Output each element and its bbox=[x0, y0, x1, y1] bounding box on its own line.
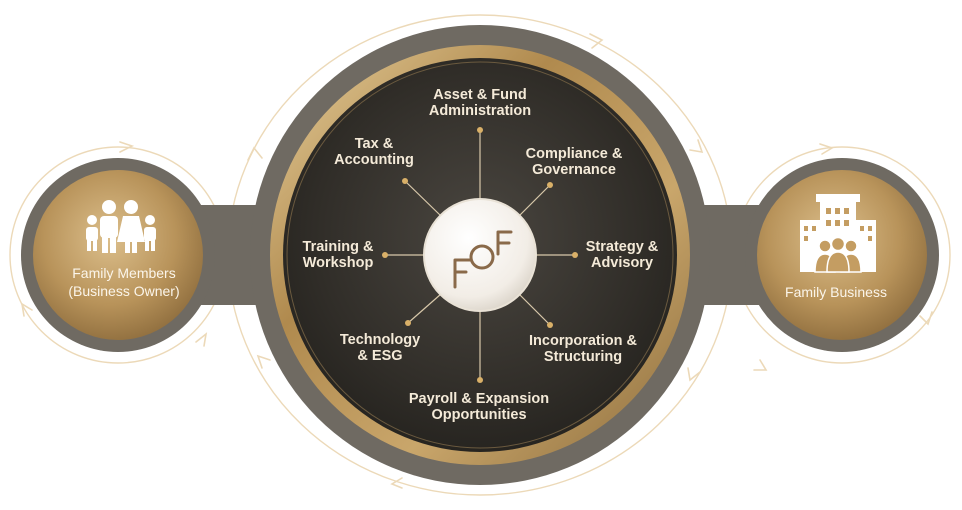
service-technology-esg: Technology& ESG bbox=[339, 332, 421, 364]
spokes bbox=[385, 130, 575, 380]
office-building-icon bbox=[800, 194, 876, 273]
service-incorporation-structuring: Incorporation &Structuring bbox=[529, 333, 637, 365]
service-compliance-governance: Compliance &Governance bbox=[525, 146, 623, 178]
right-node-label: Family Business bbox=[785, 284, 887, 300]
fof-logo-icon bbox=[453, 230, 513, 289]
service-strategy-advisory: Strategy &Advisory bbox=[585, 239, 659, 271]
left-node-label: Family Members(Business Owner) bbox=[68, 265, 180, 299]
hub-circle bbox=[423, 198, 537, 312]
spoke-dots bbox=[382, 127, 578, 383]
inner-ring-line bbox=[286, 61, 674, 449]
left-node-circle bbox=[33, 170, 203, 340]
service-training-workshop: Training &Workshop bbox=[302, 239, 374, 271]
flow-arrows bbox=[20, 33, 933, 489]
service-tax-accounting: Tax &Accounting bbox=[334, 136, 414, 168]
family-icon bbox=[86, 200, 156, 253]
